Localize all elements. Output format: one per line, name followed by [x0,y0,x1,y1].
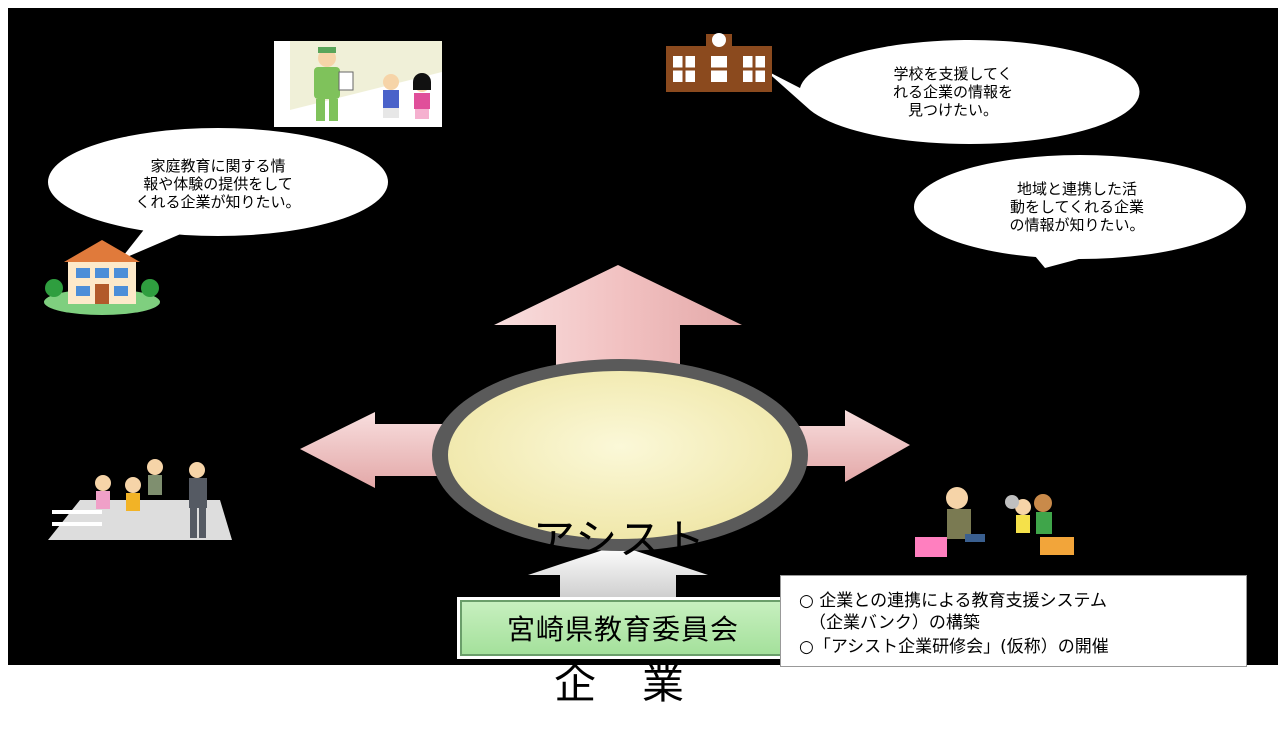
bubble-home-text: 家庭教育に関する情 報や体験の提供をして くれる企業が知りたい。 [100,157,336,211]
center-label-line-2: 企 業 [553,659,686,708]
bubble-school [765,40,1140,145]
info-box: ○ 企業との連携による教育支援システム （企業バンク）の構築 ○「アシスト企業研… [780,575,1247,667]
bubble-home-line-2: 報や体験の提供をして [143,175,293,193]
center-label-line-1: アシスト [532,515,708,564]
arrow-up [494,265,742,380]
house-icon [44,240,160,315]
info-item-1-cont: （企業バンク）の構築 [809,613,980,633]
bubble-school-line-3: 見つけたい。 [907,101,998,119]
arrow-from-org [528,545,708,597]
bubble-community-line-1: 地域と連携した活 [1016,180,1137,198]
bubble-home-line-3: くれる企業が知りたい。 [135,193,301,211]
center-label: アシスト 企 業 [470,420,770,756]
school-building-icon [666,33,772,92]
info-item-1: ○ 企業との連携による教育支援システム [799,591,1108,611]
worker-with-children-illustration [274,41,442,127]
bubble-school-text: 学校を支援してく れる企業の情報を 見つけたい。 [858,65,1048,119]
info-item-2: ○「アシスト企業研修会」(仮称）の開催 [799,637,1109,657]
organization-box: 宮崎県教育委員会 [457,597,789,659]
elder-with-children-illustration [915,487,1074,557]
bubble-home [48,128,388,260]
bubble-school-line-1: 学校を支援してく [893,65,1013,83]
bubble-community-text: 地域と連携した活 動をしてくれる企業 の情報が知りたい。 [972,180,1182,234]
bubble-school-line-2: れる企業の情報を [892,83,1013,101]
children-walking-illustration [48,459,232,540]
diagram-graphics [44,33,1246,597]
arrow-right [796,410,910,482]
bubble-community-line-3: の情報が知りたい。 [1009,216,1145,234]
bubble-community [914,155,1246,268]
bubble-community-line-2: 動をしてくれる企業 [1009,198,1145,216]
bubble-home-line-1: 家庭教育に関する情 [150,157,286,175]
center-ellipse [448,371,792,539]
arrow-left [300,412,442,488]
